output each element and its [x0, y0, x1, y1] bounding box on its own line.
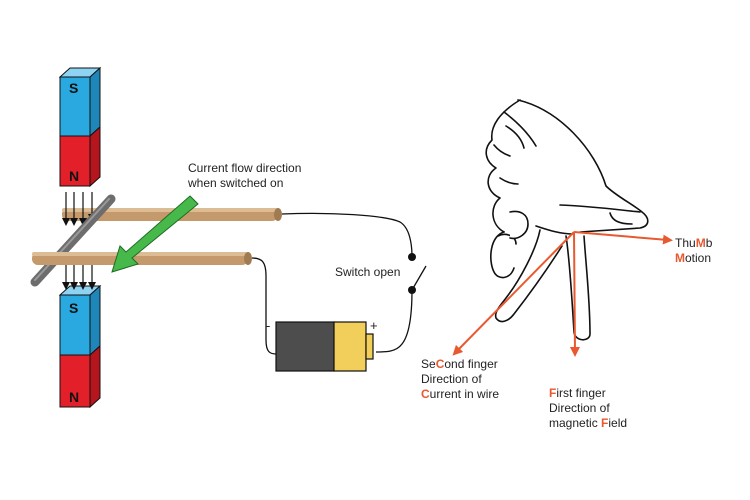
first-finger-label: First finger Direction of magnetic Field: [549, 386, 627, 431]
second-finger-label: SeCond finger Direction of Current in wi…: [421, 357, 499, 402]
second-finger-label-line1: SeCond finger: [421, 357, 498, 371]
current-direction-arrow: [111, 195, 199, 273]
second-finger-label-line3: Current in wire: [421, 387, 500, 401]
current-flow-label-line2: when switched on: [188, 176, 284, 190]
current-flow-label-line1: Current flow direction: [188, 161, 302, 175]
circuit-wires: [251, 212, 413, 355]
battery: [275, 321, 374, 372]
rail-front: [32, 252, 252, 265]
thumb-label-line1: ThuMb: [675, 236, 713, 250]
second-finger-label-line2: Direction of: [421, 372, 482, 386]
battery-minus-sign: -: [266, 318, 271, 333]
switch: [408, 253, 427, 294]
top-magnet: [58, 66, 102, 188]
battery-plus-sign: +: [370, 318, 378, 333]
top-magnet-s-pole: S: [69, 80, 79, 96]
thumb-label: ThuMb Motion: [675, 236, 712, 266]
first-finger-label-line1: First finger: [549, 386, 606, 400]
first-finger-label-line3: magnetic Field: [549, 416, 628, 430]
second-finger-current-vector: [452, 231, 575, 356]
thumb-label-line2: Motion: [675, 251, 712, 265]
bottom-magnet-n-pole: N: [69, 389, 80, 405]
hand-illustration: [485, 99, 649, 341]
switch-label: Switch open: [335, 265, 401, 279]
bottom-magnet-s-pole: S: [69, 300, 79, 316]
field-lines: [62, 192, 96, 290]
top-magnet-n-pole: N: [69, 168, 80, 184]
bottom-magnet: [58, 284, 102, 409]
hand-vectors: [452, 231, 673, 357]
first-finger-field-vector: [569, 231, 580, 357]
first-finger-label-line2: Direction of: [549, 401, 610, 415]
movable-rod: [30, 194, 116, 287]
current-flow-label: Current flow direction when switched on: [188, 161, 301, 191]
thumb-motion-vector: [573, 231, 673, 245]
